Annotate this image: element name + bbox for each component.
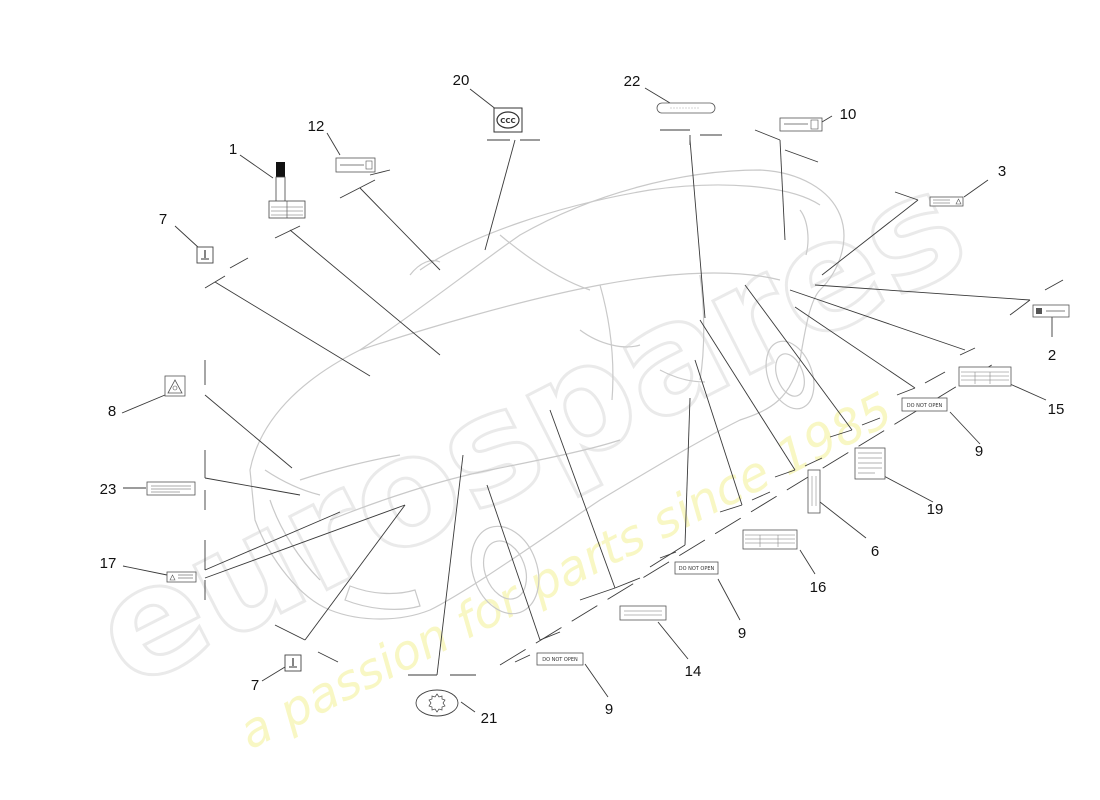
callout-19: 19 bbox=[927, 501, 944, 518]
do-not-open-text: DO NOT OPEN bbox=[679, 566, 715, 572]
part-3-warning-label-icon[interactable] bbox=[929, 196, 964, 207]
callout-9-middle: 9 bbox=[738, 625, 746, 642]
part-2-label-icon[interactable] bbox=[1032, 304, 1070, 318]
part-17-warning-label-icon[interactable] bbox=[166, 571, 197, 583]
callout-7-bottom: 7 bbox=[251, 677, 259, 694]
callout-10: 10 bbox=[840, 106, 857, 123]
callout-6: 6 bbox=[871, 543, 879, 560]
ccc-mark-text: CCC bbox=[500, 117, 515, 125]
part-16-table-label-icon[interactable] bbox=[742, 529, 798, 550]
callout-23: 23 bbox=[100, 481, 117, 498]
callout-8: 8 bbox=[108, 403, 116, 420]
car-outline bbox=[249, 169, 845, 620]
part-14-strip-label-icon[interactable] bbox=[619, 605, 667, 621]
callout-20: 20 bbox=[453, 72, 470, 89]
part-23-label-icon[interactable] bbox=[146, 481, 196, 496]
part-12-label-icon[interactable] bbox=[335, 157, 376, 173]
callout-2: 2 bbox=[1048, 347, 1056, 364]
part-7-symbol-label-top[interactable] bbox=[196, 246, 214, 264]
callout-7-top: 7 bbox=[159, 211, 167, 228]
part-21-seal-icon[interactable] bbox=[415, 689, 459, 717]
callout-12: 12 bbox=[308, 118, 325, 135]
callout-numbers: 1 2 3 6 7 7 8 9 9 9 10 12 14 15 16 17 19… bbox=[100, 72, 1065, 727]
part-7-symbol-label-bottom[interactable] bbox=[284, 654, 302, 672]
callout-22: 22 bbox=[624, 73, 641, 90]
callout-17: 17 bbox=[100, 555, 117, 572]
callout-pointers bbox=[121, 87, 1053, 713]
callout-1: 1 bbox=[229, 141, 237, 158]
part-1-label-icon[interactable] bbox=[268, 162, 306, 219]
leader-lines bbox=[204, 129, 1064, 676]
callout-16: 16 bbox=[810, 579, 827, 596]
part-9-do-not-open-label-middle[interactable]: DO NOT OPEN bbox=[674, 561, 719, 575]
callout-21: 21 bbox=[481, 710, 498, 727]
part-8-warning-symbol-icon[interactable] bbox=[164, 375, 186, 397]
callout-14: 14 bbox=[685, 663, 702, 680]
part-15-table-label-icon[interactable] bbox=[958, 366, 1012, 387]
part-10-label-icon[interactable] bbox=[779, 117, 823, 132]
part-22-strip-icon[interactable] bbox=[656, 102, 716, 114]
part-6-tall-label-icon[interactable] bbox=[807, 469, 821, 514]
callout-3: 3 bbox=[998, 163, 1006, 180]
do-not-open-text: DO NOT OPEN bbox=[542, 657, 578, 663]
do-not-open-text: DO NOT OPEN bbox=[907, 403, 943, 409]
part-19-document-label-icon[interactable] bbox=[854, 447, 886, 480]
part-9-do-not-open-label-right[interactable]: DO NOT OPEN bbox=[901, 397, 948, 412]
callout-9-right: 9 bbox=[975, 443, 983, 460]
callout-9-bottom: 9 bbox=[605, 701, 613, 718]
part-9-do-not-open-label-bottom[interactable]: DO NOT OPEN bbox=[536, 652, 584, 666]
part-20-ccc-mark-icon[interactable]: CCC bbox=[493, 107, 523, 133]
callout-15: 15 bbox=[1048, 401, 1065, 418]
